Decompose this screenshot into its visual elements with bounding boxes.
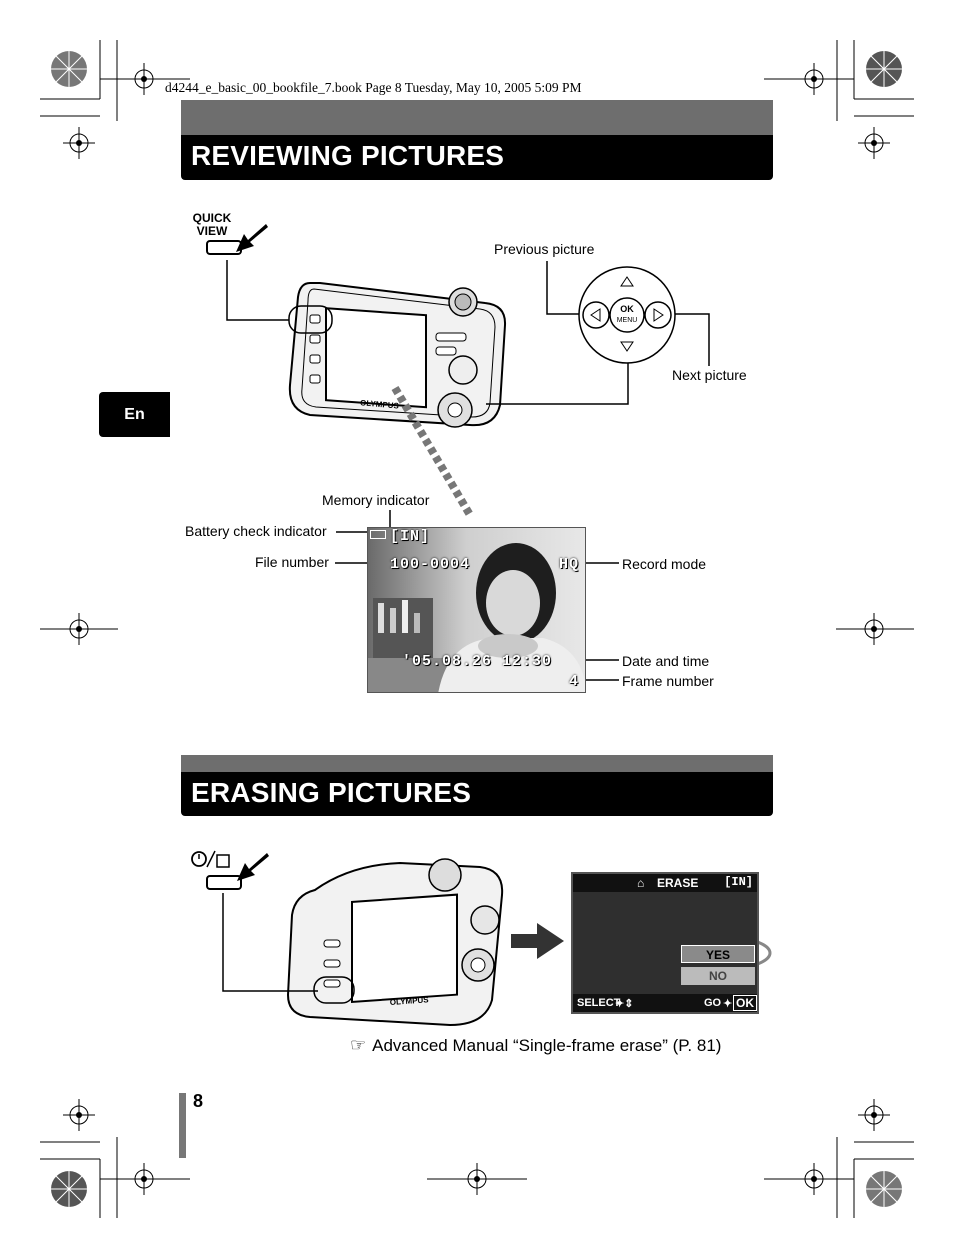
lcd-memory-indicator: [IN] [390,528,431,545]
erase-menu-title: ERASE [657,876,699,890]
lcd-playback-screen: [IN] 100-0004 HQ '05.08.26 12:30 4 [367,527,586,693]
lcd-frame-number: 4 [568,673,579,690]
down-arrow-icon [620,341,634,352]
select-arrows-icon: ✦⇕ [615,998,634,1010]
section-band [181,100,773,135]
erase-menu-header: ⌂ ERASE [IN] [573,874,757,892]
quick-view-label-line1: QUICK [192,211,232,225]
menu-label: MENU [617,317,638,324]
label-file-number: File number [255,554,329,570]
lcd-file-number: 100-0004 [390,556,471,573]
reference-text: Advanced Manual “Single-frame erase” (P.… [372,1035,722,1055]
ok-label: OK [620,304,634,314]
yes-button[interactable]: YES [681,945,755,963]
arrow-pad: OK MENU [578,266,676,364]
battery-icon [370,530,386,539]
right-arrow-icon [653,308,664,322]
quick-view-label-line2: VIEW [196,224,228,238]
erase-menu-footer: SELECT ✦⇕ GO ✦ OK [573,994,757,1012]
select-label: SELECT [577,997,621,1009]
go-arrow-icon: ✦ [723,998,733,1010]
camera-back-illustration: OLYMPUS [288,282,507,428]
label-next-picture: Next picture [672,367,747,383]
section-title-erasing: ERASING PICTURES [191,777,472,808]
erase-icon: ⌂ [637,876,645,890]
quick-view-button-icon [206,224,268,255]
section-title-bar: REVIEWING PICTURES [181,135,773,180]
camera-brand-label: OLYMPUS [360,398,400,410]
section-title-bar: ERASING PICTURES [181,772,773,816]
reference-note: ☞ Advanced Manual “Single-frame erase” (… [350,1035,721,1056]
lcd-record-mode: HQ [558,556,579,573]
camera-erase-illustration: OLYMPUS [286,858,504,1027]
go-label: GO [704,997,722,1009]
camera-brand-label-2: OLYMPUS [390,995,430,1007]
label-battery-check: Battery check indicator [185,523,327,539]
page-number-bar [179,1093,186,1158]
page-number: 8 [193,1091,204,1111]
reference-pointer-icon: ☞ [350,1035,367,1055]
left-arrow-icon [590,308,601,322]
quick-view-button-label: QUICK VIEW [191,212,233,238]
label-memory-indicator: Memory indicator [322,492,430,508]
playback-photo [368,528,585,692]
label-record-mode: Record mode [622,556,707,572]
language-tab: En [99,392,170,437]
self-timer-erase-button-icon [191,850,269,890]
section-band [181,755,773,772]
label-previous-picture: Previous picture [494,241,595,257]
erase-menu-memory: [IN] [724,875,753,889]
lcd-date-time: '05.08.26 12:30 [402,653,553,670]
erase-menu-screen: ⌂ ERASE [IN] YES NO SELECT ✦⇕ GO ✦ OK [571,872,759,1014]
right-arrow-icon [511,923,564,959]
no-button[interactable]: NO [681,967,755,985]
print-info-line: d4244_e_basic_00_bookfile_7.book Page 8 … [165,80,582,95]
ok-label: OK [733,995,757,1011]
label-frame-number: Frame number [622,673,714,689]
section-title-reviewing: REVIEWING PICTURES [191,140,505,171]
up-arrow-icon [620,276,634,287]
label-date-time: Date and time [622,653,710,669]
